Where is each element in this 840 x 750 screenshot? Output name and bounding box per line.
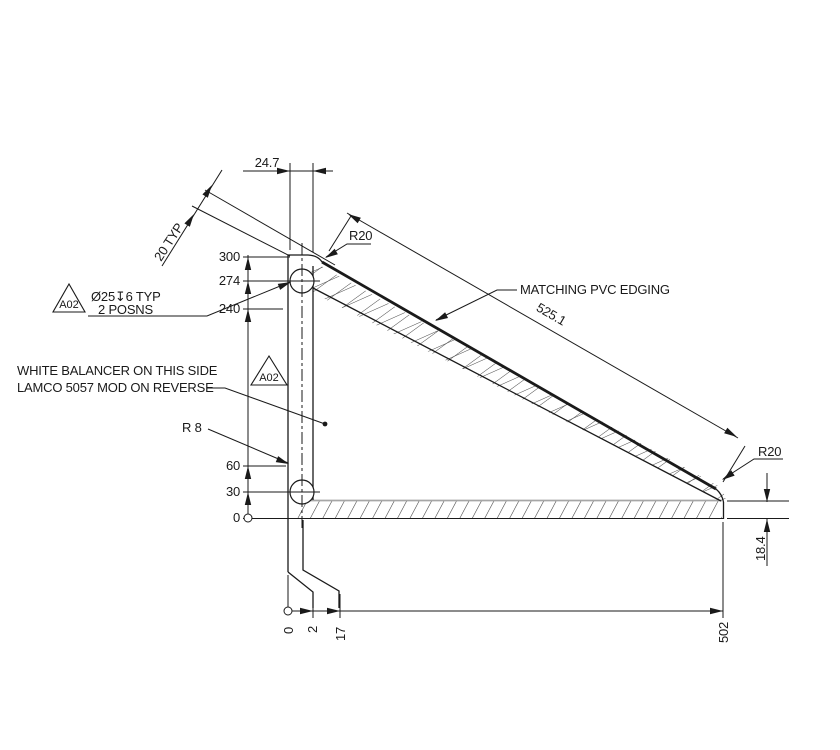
top-r20-arc	[307, 254, 323, 263]
datum-origin-circle	[243, 513, 253, 523]
note-text: MATCHING PVC EDGING WHITE BALANCER ON TH…	[17, 282, 670, 395]
foot-right-edge	[302, 520, 340, 608]
dim-label-30: 30	[226, 484, 240, 499]
balancer-leader-dot	[322, 421, 328, 427]
dim-label-24-7: 24.7	[255, 155, 280, 170]
datum-origin-circle-bottom	[283, 606, 293, 616]
hole-note-leader	[88, 281, 291, 317]
dim-label-300: 300	[219, 249, 240, 264]
dim-label-274: 274	[219, 273, 240, 288]
dim-label-502: 502	[716, 622, 731, 643]
dimension-text: 24.7 300 274 240 60 30 0 20 TYP 525.1 R2…	[151, 155, 782, 643]
band-inner-edge	[312, 287, 722, 502]
balancer-leader	[207, 387, 326, 425]
dim-label-60: 60	[226, 458, 240, 473]
note-balancer-line1: WHITE BALANCER ON THIS SIDE	[17, 363, 218, 378]
bottom-slab-hatch	[295, 501, 722, 519]
sloped-edging-band-hatch	[310, 260, 727, 503]
note-hole-line2: 2 POSNS	[98, 302, 153, 317]
dim-label-240: 240	[219, 301, 240, 316]
pvc-edging-edge	[321, 260, 717, 491]
leader-lines	[88, 243, 783, 480]
note-pvc-edging: MATCHING PVC EDGING	[520, 282, 670, 297]
note-hole-line1: Ø25↧6 TYP	[91, 289, 161, 304]
dim-label-0: 0	[233, 510, 240, 525]
radius-label-r20-top: R20	[349, 228, 372, 243]
r8-leader	[207, 428, 289, 464]
revision-flags	[52, 282, 288, 386]
dim-525-line	[346, 212, 739, 439]
r20-right-leader	[722, 458, 783, 480]
radius-label-r8: R 8	[182, 420, 202, 435]
dim-label-bottom-17: 17	[333, 627, 348, 641]
pvc-leader	[435, 289, 517, 321]
a02-flag-left-label: A02	[59, 299, 79, 311]
note-balancer-line2: LAMCO 5057 MOD ON REVERSE	[17, 380, 214, 395]
dim-label-18-4: 18.4	[753, 536, 768, 561]
a02-flag-mid-label: A02	[259, 372, 279, 384]
a02-flag-mid	[250, 354, 288, 386]
dim-label-bottom-0: 0	[281, 627, 296, 634]
radius-label-r20-right: R20	[758, 444, 781, 459]
a02-flag-left	[52, 282, 86, 313]
dim-label-bottom-2: 2	[305, 626, 320, 633]
right-r20-arc	[715, 488, 725, 503]
